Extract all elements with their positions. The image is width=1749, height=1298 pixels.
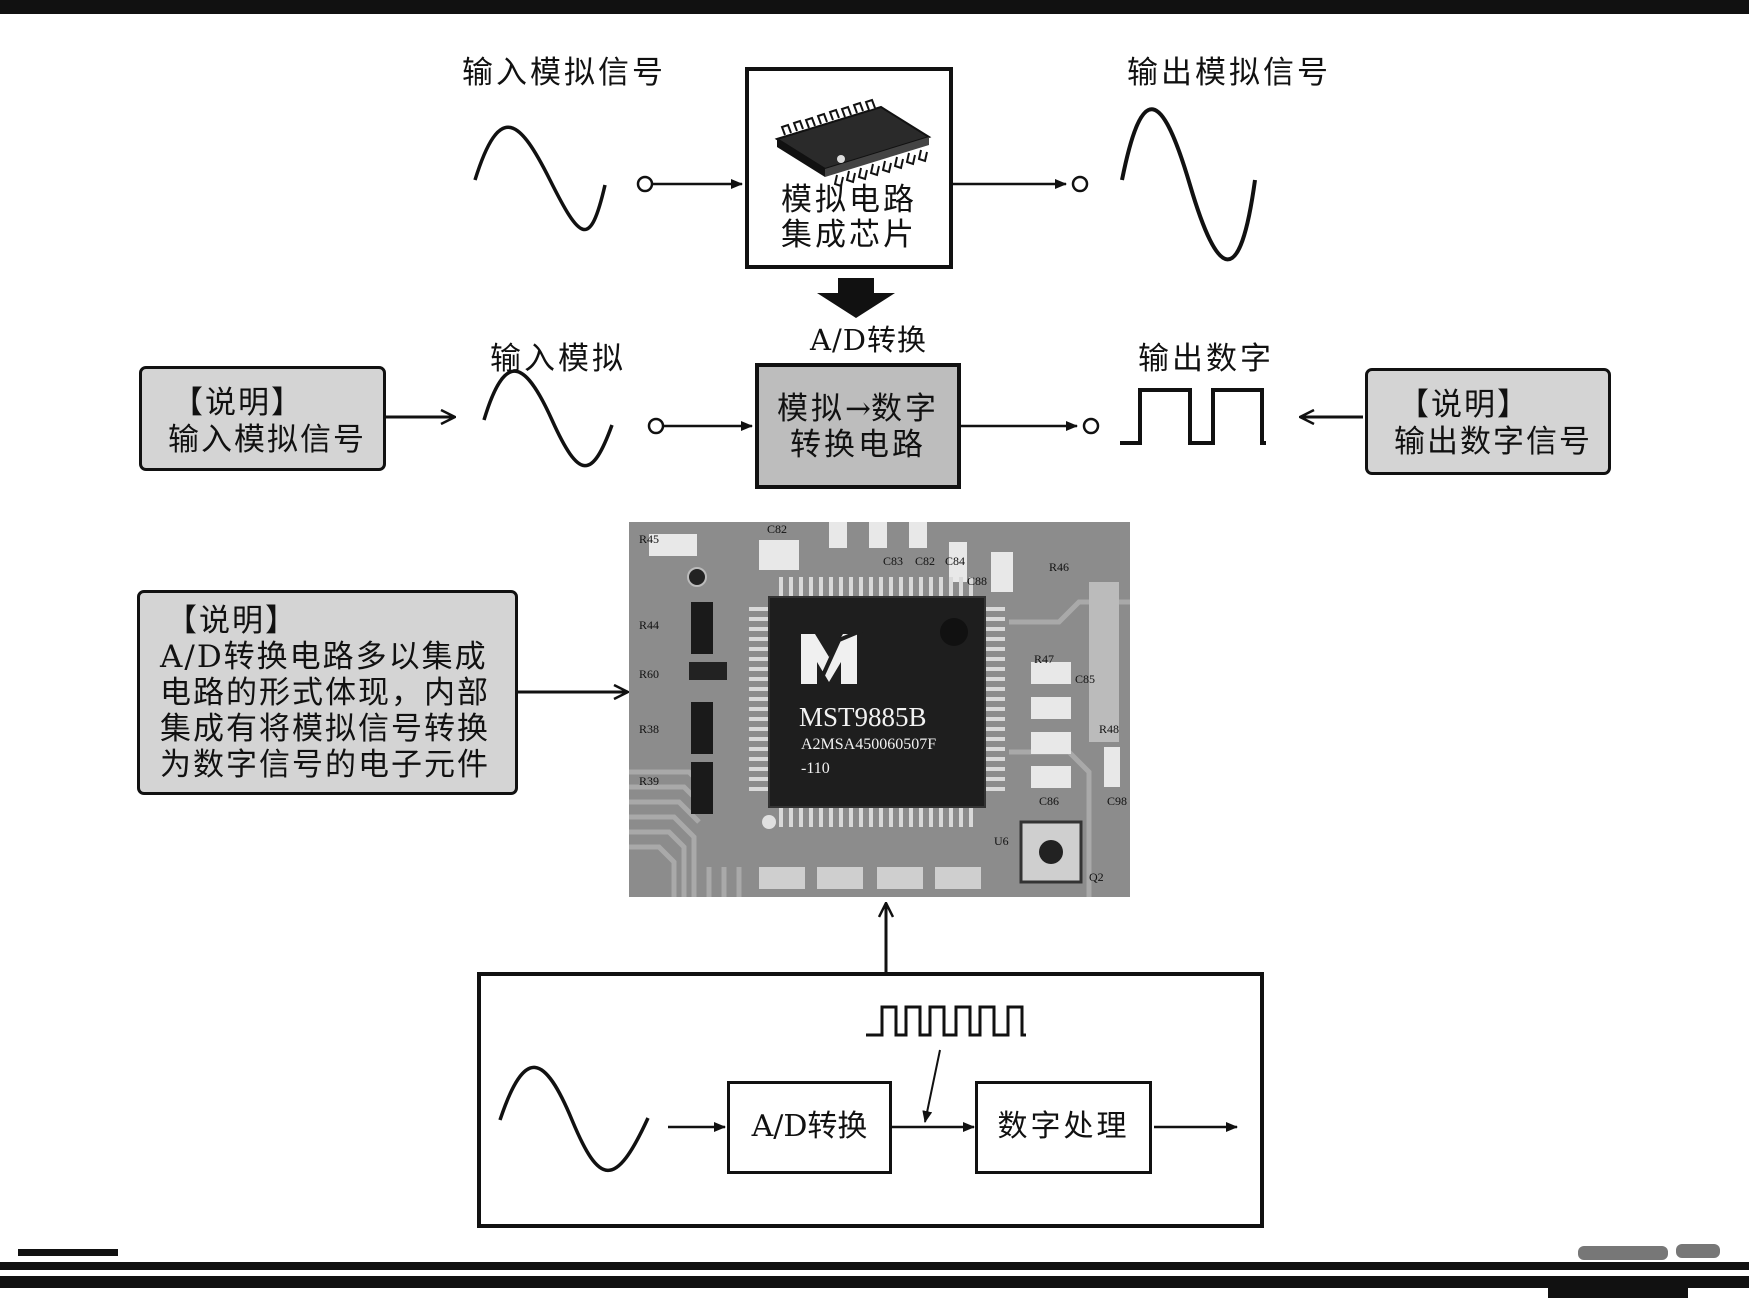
silk-r38: R38 [639,722,660,736]
ad-converter-line2: 转换电路 [790,427,926,463]
bottom-sine [498,1065,650,1172]
silk-r60: R60 [639,667,660,681]
analog-ic-box: 模拟电路 集成芯片 [745,67,953,269]
pcb-photo: MST9885B A2MSA450060507F -110 R45 C82 C8… [629,522,1130,897]
pcb-artwork [629,522,1130,897]
silk-q2: Q2 [1089,870,1104,884]
silk-r39: R39 [639,774,660,788]
silk-c82b: C82 [915,554,936,568]
left-note-title: 【说明】 [172,385,304,421]
middle-output-label: 输出数字 [1138,341,1274,377]
pcb-note-line-4: 为数字信号的电子元件 [160,747,490,783]
silk-c82: C82 [767,522,788,536]
silk-c88: C88 [967,574,988,588]
corner-scribble-2 [1676,1244,1720,1258]
bottom-left-mark [18,1249,118,1256]
top-input-label: 输入模拟信号 [462,55,666,91]
ad-converter-arrow-glyph: → [845,391,871,427]
left-note-text: 输入模拟信号 [168,422,366,458]
middle-output-terminal [1082,417,1100,435]
ad-system-diagram [477,972,1264,1228]
silk-r47: R47 [1034,652,1055,666]
pcb-note-line-2: 电路的形式体现，内部 [160,675,490,711]
pcb-note-line-3: 集成有将模拟信号转换 [160,711,490,747]
ad-converter-from: 模拟 [777,391,845,427]
chip-code-text: A2MSA450060507F [801,736,937,753]
left-note: 【说明】 输入模拟信号 [139,366,386,471]
dsp-block: 数字处理 [975,1081,1152,1174]
top-frame-bar [0,0,1749,14]
ad-block: A/D转换 [727,1081,892,1174]
chip-model-text: MST9885B [799,702,927,732]
middle-input-terminal [647,417,665,435]
silk-c84: C84 [945,554,966,568]
ad-converter-line1: 模拟→数字 [759,391,957,427]
ad-converter-to: 数字 [870,391,939,427]
right-note-text: 输出数字信号 [1394,424,1592,460]
analog-ic-line2: 集成芯片 [781,217,917,253]
silk-c85: C85 [1075,672,1096,686]
silk-u6: U6 [994,834,1009,848]
analog-ic-line1: 模拟电路 [781,182,917,218]
silk-r46: R46 [1049,560,1070,574]
ic-chip-icon [774,98,932,187]
silk-r45: R45 [639,532,660,546]
silk-c83: C83 [883,554,904,568]
middle-input-label: 输入模拟 [490,341,626,377]
pulse-pointer [922,1049,941,1123]
pcb-note-line-1: A/D转换电路多以集成 [160,639,488,675]
pcb-note: 【说明】 A/D转换电路多以集成 电路的形式体现，内部 集成有将模拟信号转换 为… [137,590,518,795]
pcb-note-title: 【说明】 [166,603,298,639]
silk-c86: C86 [1039,794,1060,808]
bottom-right-mark [1548,1288,1688,1298]
top-output-label: 输出模拟信号 [1127,55,1331,91]
bottom-frame-bar [0,1262,1749,1270]
ad-converter-box: 模拟→数字 转换电路 [755,363,961,489]
right-note: 【说明】 输出数字信号 [1365,368,1611,475]
ad-conversion-label: A/D转换 [810,323,927,357]
top-input-terminal [636,175,654,193]
chip-suffix-text: -110 [801,760,830,777]
top-input-sine [473,125,607,232]
top-output-sine [1120,107,1257,262]
corner-scribble [1578,1246,1668,1260]
bottom-frame-bar-2 [0,1276,1749,1288]
silk-r48: R48 [1099,722,1120,736]
bottom-pulse-train [866,1005,1026,1037]
silk-c98: C98 [1107,794,1128,808]
right-note-title: 【说明】 [1398,387,1530,423]
down-block-arrow [817,278,895,318]
digital-square-wave [1120,388,1266,445]
silk-r44: R44 [639,618,660,632]
middle-input-sine [482,369,614,468]
top-output-terminal [1071,175,1089,193]
